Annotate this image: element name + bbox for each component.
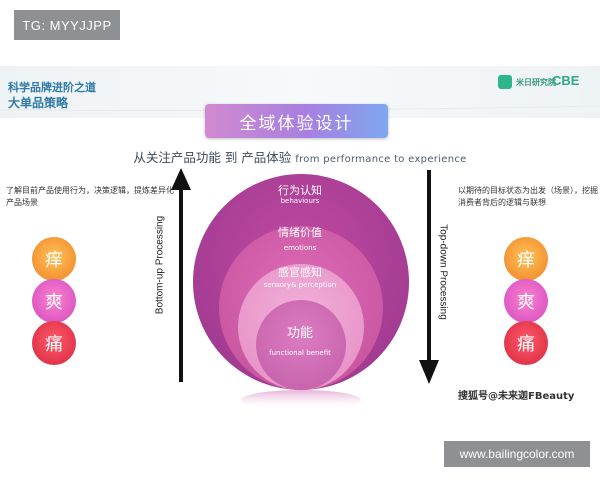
- right-description: 以期待的目标状态为出发（场景），挖掘消费者背后的逻辑与联想: [458, 186, 598, 207]
- level-functional-en: functional benefit: [269, 349, 331, 357]
- partner-logo-left-text: 米日研究院: [516, 77, 556, 87]
- left-description: 了解目前产品使用行为，决策逻辑，提炼差异化产品场景: [6, 186, 174, 207]
- bottom-up-label: Bottom-up Processing: [154, 215, 166, 315]
- experience-circles: [193, 174, 409, 410]
- right-ball-pain: 痛: [504, 321, 548, 365]
- subtitle: 从关注产品功能 到 产品体验 from performance to exper…: [0, 147, 600, 166]
- level-sensory-cn: 感官感知: [278, 266, 322, 279]
- header-title-line1: 科学品牌进阶之道: [8, 81, 96, 94]
- top-down-arrow-icon: [419, 170, 439, 384]
- right-ball-itch: 痒: [504, 237, 548, 281]
- partner-logo-right: CBE: [552, 73, 580, 88]
- website-url: www.bailingcolor.com: [459, 447, 575, 461]
- main-title-banner: 全域体验设计: [205, 104, 388, 138]
- telegram-badge-text: TG: MYYJJPP: [22, 17, 112, 33]
- reflection: [241, 390, 361, 410]
- bottom-up-arrow-icon: [171, 168, 191, 382]
- right-ball-refresh: 爽: [504, 279, 548, 323]
- brand-mark-icon: [498, 75, 512, 89]
- level-functional-cn: 功能: [286, 326, 313, 341]
- sohu-watermark: 搜狐号@未来迦FBeauty: [458, 391, 575, 402]
- telegram-badge: TG: MYYJJPP: [14, 10, 120, 40]
- subtitle-cn: 从关注产品功能 到 产品体验: [133, 150, 292, 165]
- level-behaviours-en: behaviours: [280, 197, 320, 205]
- level-behaviours-cn: 行为认知: [278, 184, 322, 197]
- level-sensory-en: sensory& perception: [263, 281, 337, 289]
- header-title-line2: 大单品策略: [8, 96, 69, 110]
- level-emotions-en: emotions: [283, 244, 317, 252]
- partner-logo-left: 米日研究院: [498, 75, 556, 89]
- website-footer: www.bailingcolor.com: [444, 441, 590, 467]
- left-ball-refresh: 爽: [32, 279, 76, 323]
- circle-functional: [256, 300, 346, 390]
- level-emotions-cn: 情绪价值: [278, 226, 322, 239]
- left-ball-pain: 痛: [32, 321, 76, 365]
- top-down-label: Top-down Processing: [437, 224, 449, 320]
- subtitle-en: from performance to experience: [295, 154, 467, 165]
- left-ball-itch: 痒: [32, 237, 76, 281]
- main-title: 全域体验设计: [239, 113, 354, 134]
